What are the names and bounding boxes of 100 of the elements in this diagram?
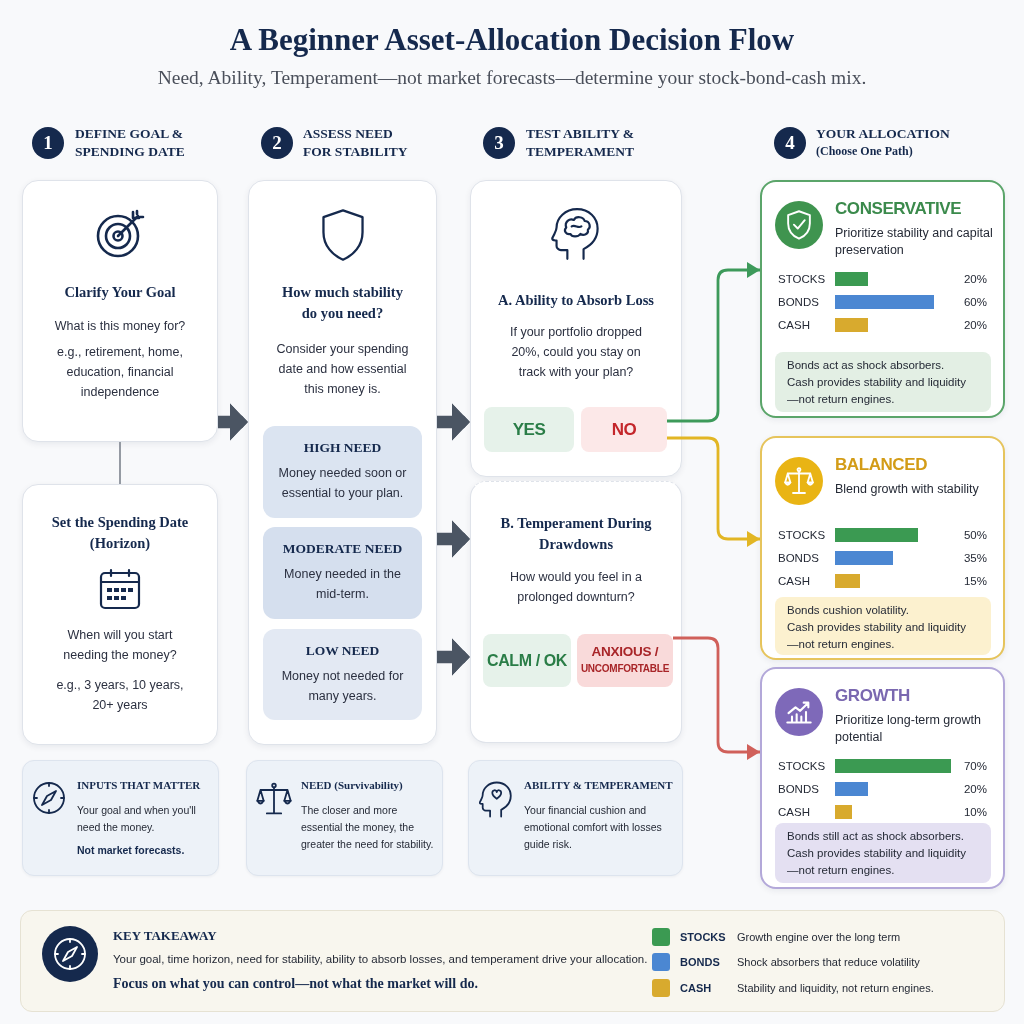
info-text: Your goal and when you'll need the money.: [77, 803, 197, 835]
legend-description: Growth engine over the long term: [737, 929, 901, 944]
need-level-card: [263, 527, 422, 619]
flow-arrow: [218, 403, 248, 441]
card-text: When will you start needing the money?: [62, 627, 178, 664]
step-subheading: (Choose One Path): [816, 143, 913, 160]
answer-option: YES: [484, 407, 574, 452]
allocation-card: [760, 436, 1005, 660]
note-panel: [775, 823, 991, 883]
info-heading: ABILITY & TEMPERAMENT: [524, 778, 673, 793]
need-text: Money needed soon or essential to your plan.: [277, 465, 408, 502]
note-panel: [775, 597, 991, 655]
note-text: Bonds still act as shock absorbers.: [787, 829, 966, 844]
info-text: Your financial cushion and emotional comfort with losses guide risk.: [524, 803, 663, 852]
card-text: e.g., retirement, home, education, financial independence: [56, 344, 184, 401]
info-heading: INPUTS THAT MATTER: [77, 778, 201, 793]
need-heading: MODERATE NEED: [282, 540, 403, 558]
flow-arrow: [437, 520, 470, 558]
card-text: Consider your spending date and how essential this money is.: [275, 341, 410, 398]
step-number: 2: [261, 127, 293, 159]
flow-arrow: [437, 638, 470, 676]
percent-value: 70%: [963, 759, 987, 774]
need-text: Money needed in the mid-term.: [283, 566, 402, 603]
asset-label: BONDS: [778, 782, 819, 797]
asset-label: STOCKS: [778, 759, 826, 774]
card-heading: Clarify Your Goal: [64, 283, 176, 302]
asset-label: CASH: [778, 318, 810, 333]
percent-value: 35%: [963, 551, 987, 566]
step-card: [470, 180, 682, 477]
flow-arrow: [437, 403, 470, 441]
legend-label: BONDS: [680, 955, 720, 970]
percent-value: 20%: [963, 318, 987, 333]
percent-value: 10%: [963, 805, 987, 820]
asset-label: CASH: [778, 805, 810, 820]
step-card: [248, 180, 437, 745]
note-text: Bonds cushion volatility.: [787, 603, 910, 618]
card-heading: B. Temperament During Drawdowns: [499, 514, 653, 554]
takeaway-heading: KEY TAKEAWAY: [113, 928, 217, 944]
branch-arrow: [667, 436, 760, 547]
info-emphasis: Not market forecasts.: [77, 843, 185, 858]
asset-label: STOCKS: [778, 272, 826, 287]
step-card: [22, 180, 218, 442]
need-heading: HIGH NEED: [303, 439, 382, 457]
connector-line: [119, 441, 121, 485]
step-heading: DEFINE GOAL & SPENDING DATE: [75, 125, 186, 161]
note-text: Cash provides stability and liquidity—not return engines.: [787, 375, 967, 407]
takeaway-text: Your goal, time horizon, need for stability, ability to absorb losses, and temperament drive your allocation.: [113, 952, 648, 967]
need-heading: LOW NEED: [305, 642, 380, 660]
percent-value: 20%: [963, 782, 987, 797]
allocation-description: Prioritize stability and capital preservation: [835, 225, 994, 259]
card-text: e.g., 3 years, 10 years, 20+ years: [55, 677, 185, 714]
branch-arrow: [667, 262, 760, 423]
legend-description: Stability and liquidity, not return engines.: [737, 980, 934, 995]
info-card: [246, 760, 443, 876]
step-number: 3: [483, 127, 515, 159]
answer-option: NO: [581, 407, 667, 452]
allocation-card: [760, 667, 1005, 889]
legend-label: CASH: [680, 980, 712, 995]
step-card: [470, 481, 682, 743]
card-text: If your portfolio dropped 20%, could you stay on track with your plan?: [509, 324, 643, 381]
step-heading: YOUR ALLOCATION: [816, 125, 950, 143]
note-text: Cash provides stability and liquidity—not return engines.: [787, 620, 967, 652]
subtitle: Need, Ability, Temperament—not market forecasts—determine your stock-bond-cash mix.: [157, 66, 867, 90]
info-text: The closer and more essential the money, the greater the need for stability.: [301, 803, 435, 852]
card-heading: How much stability do you need?: [281, 283, 404, 323]
asset-label: BONDS: [778, 551, 819, 566]
allocation-name: CONSERVATIVE: [835, 199, 962, 219]
allocation-description: Prioritize long-term growth potential: [835, 712, 982, 746]
info-card: [468, 760, 683, 876]
need-text: Money not needed for many years.: [280, 668, 405, 705]
asset-label: STOCKS: [778, 528, 826, 543]
card-heading: Set the Spending Date (Horizon): [50, 513, 190, 553]
title: A Beginner Asset-Allocation Decision Flow: [229, 21, 795, 59]
asset-label: CASH: [778, 574, 810, 589]
legend-description: Shock absorbers that reduce volatility: [737, 955, 920, 970]
note-text: Bonds act as shock absorbers.: [787, 358, 946, 373]
note-text: Cash provides stability and liquidity—not return engines.: [787, 846, 967, 878]
answer-option: ANXIOUS / UNCOMFORTABLE: [577, 634, 673, 687]
need-level-card: [263, 426, 422, 518]
answer-option: CALM / OK: [483, 634, 571, 687]
need-level-card: [263, 629, 422, 720]
branch-arrow: [673, 636, 760, 760]
step-heading: TEST ABILITY & TEMPERAMENT: [526, 125, 636, 161]
step-card: [22, 484, 218, 745]
percent-value: 60%: [963, 295, 987, 310]
takeaway-emphasis: Focus on what you can control—not what the market will do.: [113, 975, 478, 993]
step-number: 1: [32, 127, 64, 159]
info-heading: NEED (Survivability): [301, 778, 403, 793]
allocation-name: BALANCED: [835, 455, 927, 475]
asset-label: BONDS: [778, 295, 819, 310]
card-text: What is this money for?: [54, 318, 186, 335]
percent-value: 50%: [963, 528, 987, 543]
allocation-name: GROWTH: [835, 686, 910, 706]
percent-value: 15%: [963, 574, 987, 589]
legend-label: STOCKS: [680, 929, 726, 944]
takeaway-panel: [20, 910, 1005, 1012]
card-heading: A. Ability to Absorb Loss: [498, 291, 654, 310]
note-panel: [775, 352, 991, 412]
step-heading: ASSESS NEED FOR STABILITY: [303, 125, 409, 161]
percent-value: 20%: [963, 272, 987, 287]
